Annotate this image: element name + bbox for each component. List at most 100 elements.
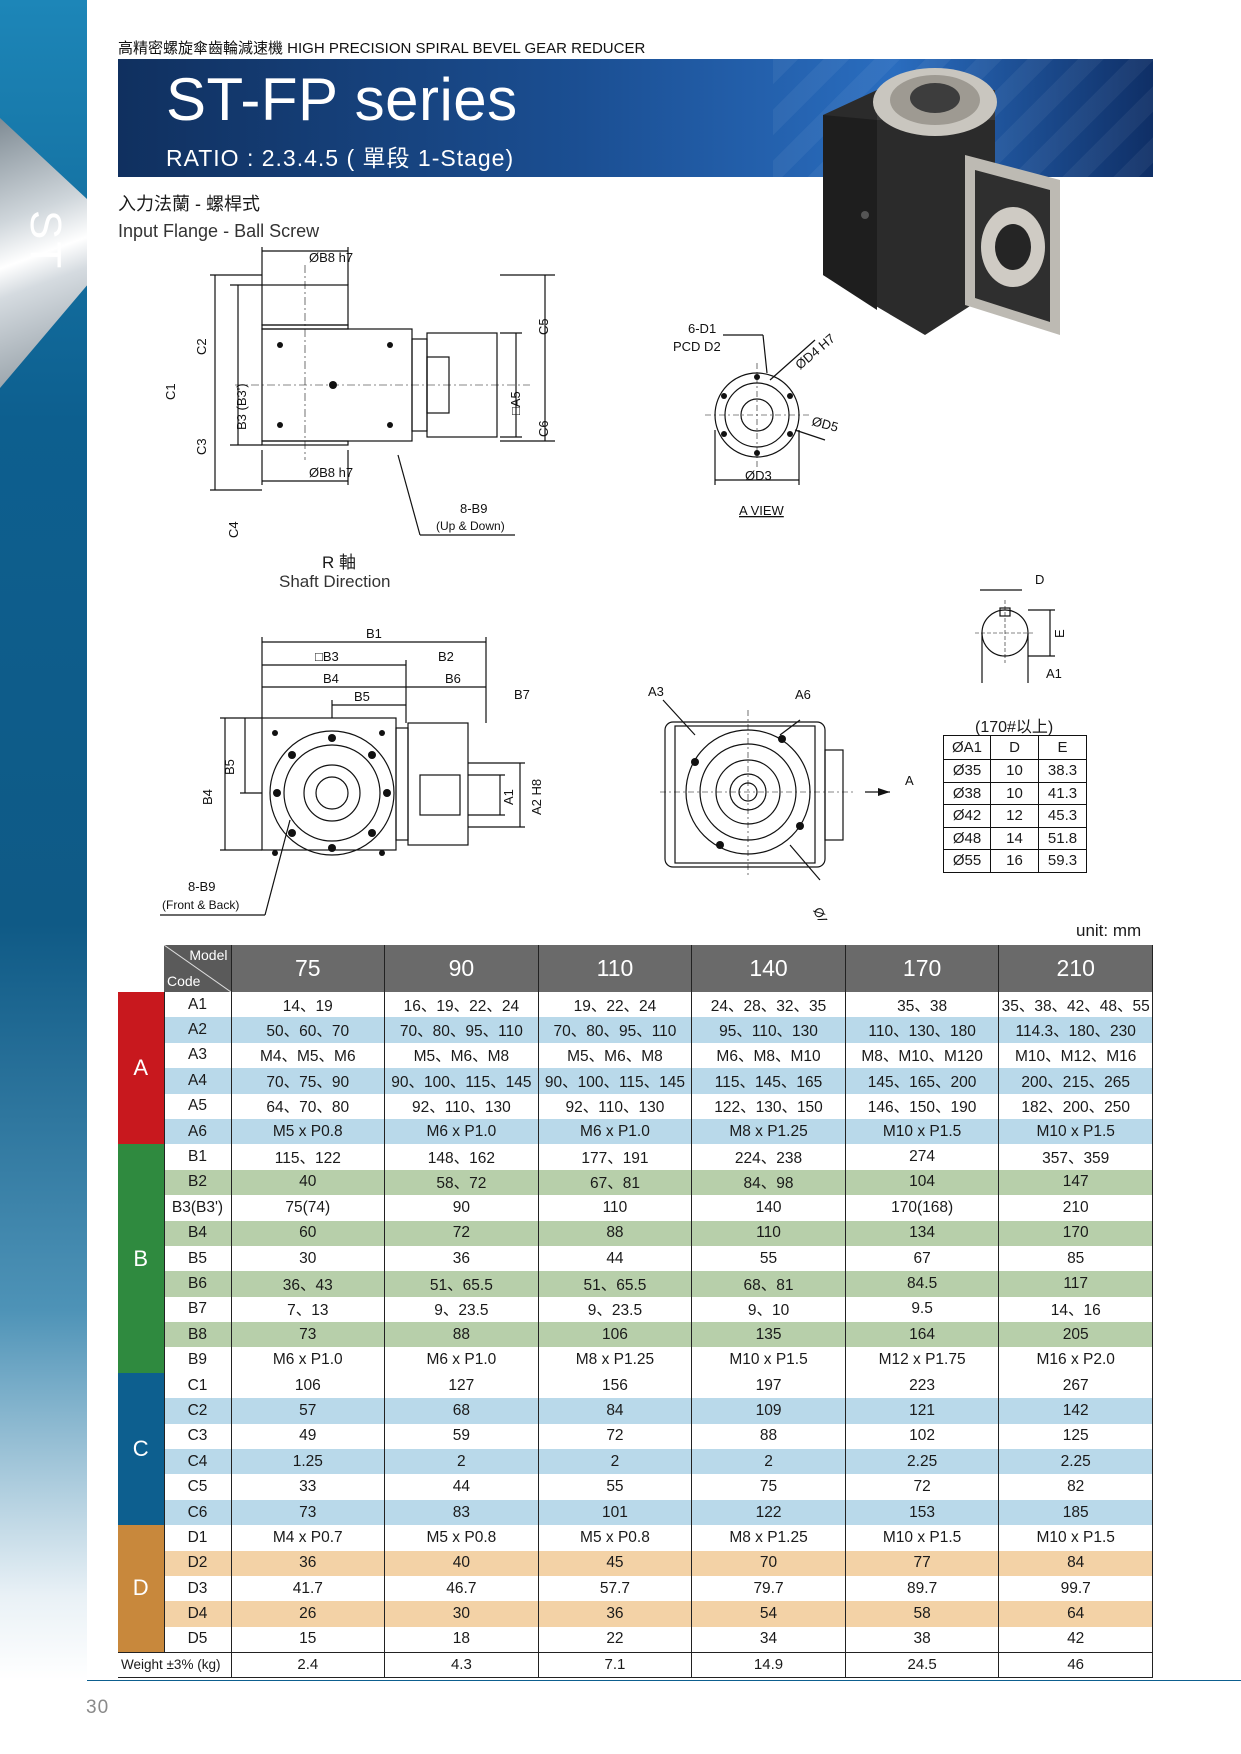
spec-value-cell: 16、19、22、24 (384, 992, 539, 1018)
spec-value-cell: 30 (384, 1601, 539, 1627)
spec-value-cell: 122 (691, 1499, 846, 1526)
weight-value-cell: 14.9 (691, 1651, 846, 1679)
spec-value-cell: 90、100、115、145 (384, 1068, 539, 1094)
spec-value-cell: M10 x P1.5 (691, 1347, 846, 1373)
spec-value-cell: 26 (231, 1601, 386, 1627)
label-key-e: E (1052, 629, 1067, 638)
spec-value-cell: 135 (691, 1322, 846, 1348)
spec-value-cell: 49 (231, 1423, 386, 1450)
spec-value-cell: 70、75、90 (231, 1068, 386, 1094)
label-b3: □B3 (315, 649, 339, 664)
spec-code-cell: A4 (164, 1068, 232, 1094)
spec-value-cell: 51、65.5 (384, 1271, 539, 1297)
spec-value-cell: M4 x P0.7 (231, 1525, 386, 1551)
spec-code-cell: B4 (164, 1220, 232, 1246)
label-a1-vertical: A1 (501, 789, 516, 805)
label-a-view: A VIEW (739, 503, 785, 518)
spec-header-row: Model Code 75 90 110 140 170 210 (118, 945, 1153, 992)
unit-label: unit: mm (1076, 921, 1142, 940)
header-caption: 高精密螺旋傘齒輪減速機 HIGH PRECISION SPIRAL BEVEL … (118, 40, 646, 57)
spec-value-cell: 79.7 (691, 1575, 846, 1602)
front-view-drawing: B1 □B3 B2 B4 B6 B5 B7 B4 B5 A1 A2 H8 8-B… (160, 626, 544, 916)
spec-value-cell: 30 (231, 1245, 386, 1272)
spec-code-cell: D2 (164, 1550, 232, 1576)
label-b5-vertical: B5 (222, 759, 237, 775)
spec-code-cell: C5 (164, 1474, 232, 1500)
spec-value-cell: 106 (538, 1322, 693, 1348)
spec-value-cell: 2 (691, 1449, 846, 1475)
spec-value-cell: 44 (384, 1474, 539, 1500)
spec-value-cell: M10 x P1.5 (845, 1525, 1000, 1551)
spec-value-cell: 134 (845, 1220, 1000, 1246)
spec-value-cell: 72 (538, 1423, 693, 1450)
key-table-cell: 45.3 (1038, 804, 1087, 828)
side-label: ST (21, 210, 70, 271)
spec-value-cell: 142 (998, 1398, 1153, 1424)
label-a6: A6 (795, 687, 811, 702)
spec-value-cell: 18 (384, 1626, 539, 1653)
spec-value-cell: 36 (384, 1245, 539, 1272)
spec-value-cell: M6 x P1.0 (384, 1118, 539, 1145)
spec-group-label: B (118, 1144, 165, 1373)
spec-value-cell: M10 x P1.5 (845, 1118, 1000, 1145)
spec-value-cell: 99.7 (998, 1575, 1153, 1602)
spec-value-cell: 7、13 (231, 1296, 386, 1323)
key-table-cell: 10 (990, 759, 1039, 783)
key-table-cell: Ø55 (943, 849, 991, 873)
spec-value-cell: 2.25 (845, 1449, 1000, 1475)
spec-value-cell: 104 (845, 1169, 1000, 1196)
spec-value-cell: 68、81 (691, 1271, 846, 1297)
key-table-cell: 38.3 (1038, 759, 1087, 783)
spec-value-cell: 140 (691, 1195, 846, 1221)
weight-value-cell: 24.5 (845, 1651, 1000, 1679)
spec-value-cell: 148、162 (384, 1144, 539, 1170)
spec-value-cell: 101 (538, 1499, 693, 1526)
spec-value-cell: 42 (998, 1626, 1153, 1653)
spec-code-cell: D1 (164, 1525, 232, 1551)
spec-value-cell: 70 (691, 1550, 846, 1576)
label-c2: C2 (194, 338, 209, 355)
label-d3: ØD3 (745, 468, 772, 483)
spec-value-cell: 164 (845, 1322, 1000, 1348)
key-table-cell: Ø35 (943, 759, 991, 783)
key-table-cell: Ø38 (943, 781, 991, 805)
spec-value-cell: 110 (538, 1195, 693, 1221)
spec-value-cell: 73 (231, 1499, 386, 1526)
key-table-cell: 12 (990, 804, 1039, 828)
spec-value-cell: 110、130、180 (845, 1017, 1000, 1043)
spec-code-cell: B7 (164, 1296, 232, 1323)
shaft-key-drawing: D E A1 (975, 572, 1067, 683)
spec-value-cell: 121 (845, 1398, 1000, 1424)
spec-value-cell: M10 x P1.5 (998, 1118, 1153, 1145)
model-header: 210 (998, 945, 1153, 992)
spec-value-cell: 210 (998, 1195, 1153, 1221)
spec-value-cell: 64 (998, 1601, 1153, 1627)
key-table-cell: 41.3 (1038, 781, 1087, 805)
spec-value-cell: M6 x P1.0 (231, 1347, 386, 1373)
footer-rule (87, 1680, 1241, 1681)
label-b7: B7 (514, 687, 530, 702)
spec-value-cell: 19、22、24 (538, 992, 693, 1018)
spec-code-cell: C3 (164, 1423, 232, 1450)
spec-value-cell: 72 (384, 1220, 539, 1246)
spec-value-cell: 9、10 (691, 1296, 846, 1323)
model-header: 110 (538, 945, 693, 992)
rear-view-drawing: A3 A6 A ØA4 (PCD) (648, 684, 914, 920)
page-number: 30 (86, 1697, 110, 1718)
spec-value-cell: 58 (845, 1601, 1000, 1627)
spec-value-cell: 90 (384, 1195, 539, 1221)
spec-value-cell: 70、80、95、110 (384, 1017, 539, 1043)
